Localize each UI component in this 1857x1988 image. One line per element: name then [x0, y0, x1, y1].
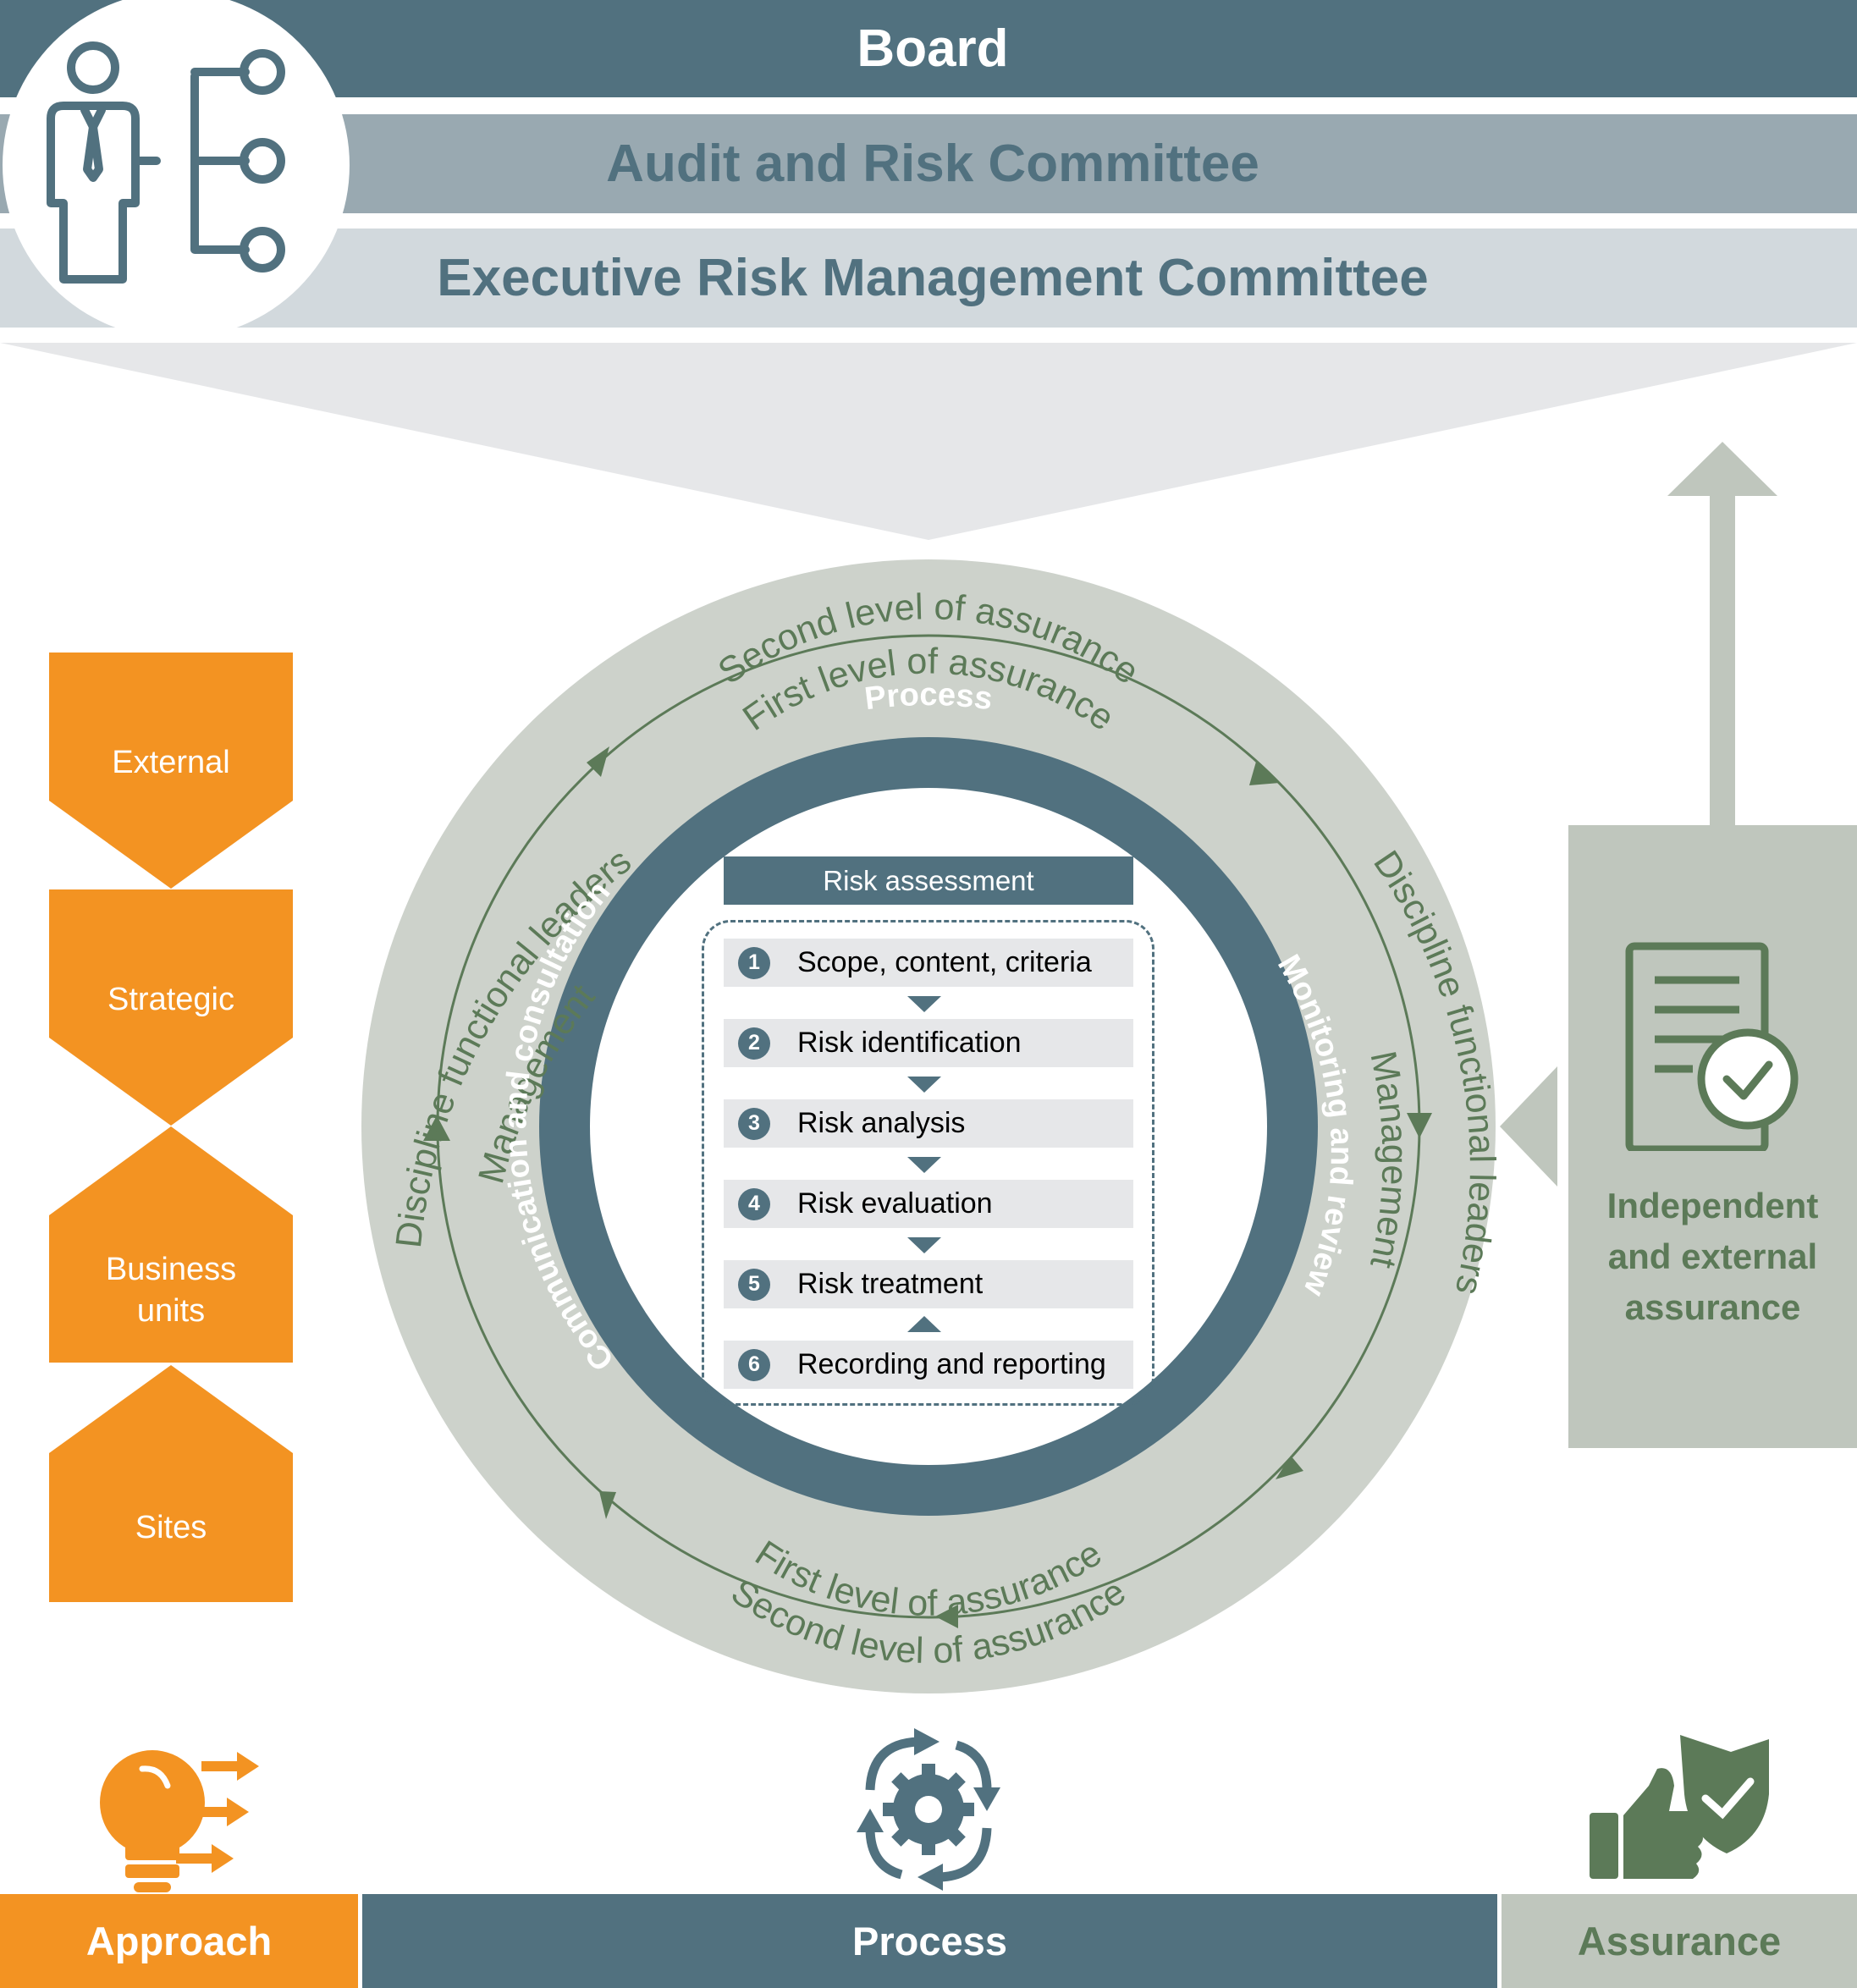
risk-step-5: 5 Risk treatment: [724, 1260, 1133, 1308]
independent-assurance-text: Independent and external assurance: [1568, 1181, 1857, 1333]
assurance-pointer: [1500, 1066, 1557, 1187]
step-label: Risk treatment: [797, 1268, 984, 1300]
assurance-line-1: Independent: [1606, 1186, 1819, 1225]
chevron-business-units: [49, 1126, 293, 1363]
approach-strategic-label: Strategic: [107, 981, 234, 1017]
approach-external-label: External: [112, 744, 230, 780]
step-number-badge: 1: [738, 946, 770, 979]
independent-assurance-box: [1568, 825, 1857, 1448]
risk-assessment-list: [702, 920, 1154, 1406]
certified-document-overlay: [1625, 942, 1799, 1151]
footer-process: Process: [362, 1894, 1497, 1988]
step-number-badge: 5: [738, 1268, 770, 1301]
down-arrow-icon: [907, 1237, 941, 1253]
step-label: Risk identification: [797, 1027, 1022, 1059]
executive-committee-bar: Executive Risk Management Committee: [0, 229, 1857, 328]
assurance-line-2: and external: [1607, 1236, 1818, 1277]
down-arrow-icon: [907, 1077, 941, 1093]
approach-external: External: [49, 653, 293, 873]
risk-step-1: 1 Scope, content, criteria: [724, 939, 1133, 987]
step-number-badge: 2: [738, 1027, 770, 1060]
risk-step-3: 3 Risk analysis: [724, 1099, 1133, 1148]
down-arrow-icon: [907, 1157, 941, 1173]
step-number-badge: 6: [738, 1348, 770, 1381]
assurance-line-3: assurance: [1624, 1287, 1801, 1328]
lightbulb-arrows-icon: [100, 1750, 259, 1892]
thumbs-up-shield-icon: [1590, 1735, 1769, 1879]
footer-process-label: Process: [852, 1919, 1007, 1963]
step-label: Risk analysis: [797, 1107, 966, 1139]
risk-step-4: 4 Risk evaluation: [724, 1180, 1133, 1228]
approach-sites-label: Sites: [135, 1509, 207, 1545]
step-number-badge: 4: [738, 1187, 770, 1220]
approach-business-units-label: Business units: [105, 1252, 237, 1329]
org-circle-overlay: [3, 0, 350, 339]
footer-approach: Approach: [0, 1894, 358, 1988]
risk-step-2: 2 Risk identification: [724, 1019, 1133, 1067]
approach-business-units: Business units: [49, 1202, 293, 1379]
chevron-strategic: [49, 889, 293, 1126]
risk-step-6: 6 Recording and reporting: [724, 1341, 1133, 1389]
approach-sites: Sites: [49, 1439, 293, 1616]
governance-funnel: [0, 343, 1857, 540]
process-ring-title: Process: [862, 677, 995, 717]
up-arrow-icon: [907, 1316, 941, 1332]
chevron-external: [49, 653, 293, 889]
down-arrow-icon: [907, 996, 941, 1012]
approach-strategic: Strategic: [49, 889, 293, 1110]
approach-chevrons: [49, 653, 293, 1602]
risk-assessment-title: Risk assessment: [823, 864, 1034, 896]
step-label: Scope, content, criteria: [797, 946, 1092, 978]
board-title: Board: [857, 19, 1009, 78]
footer-approach-label: Approach: [85, 1919, 273, 1963]
executive-committee-title: Executive Risk Management Committee: [437, 249, 1429, 307]
gear-cycle-icon: [857, 1728, 1000, 1891]
assurance-cycle-arrows: [423, 634, 1432, 1628]
footer-assurance: Assurance: [1502, 1894, 1857, 1988]
escalation-arrow: [1667, 442, 1777, 825]
step-label: Risk evaluation: [797, 1187, 993, 1220]
risk-assessment-header: Risk assessment: [724, 856, 1133, 905]
chevron-sites: [49, 1365, 293, 1602]
step-label: Recording and reporting: [797, 1348, 1106, 1380]
footer-assurance-label: Assurance: [1577, 1919, 1782, 1963]
step-number-badge: 3: [738, 1107, 770, 1140]
audit-committee-title: Audit and Risk Committee: [606, 135, 1259, 193]
